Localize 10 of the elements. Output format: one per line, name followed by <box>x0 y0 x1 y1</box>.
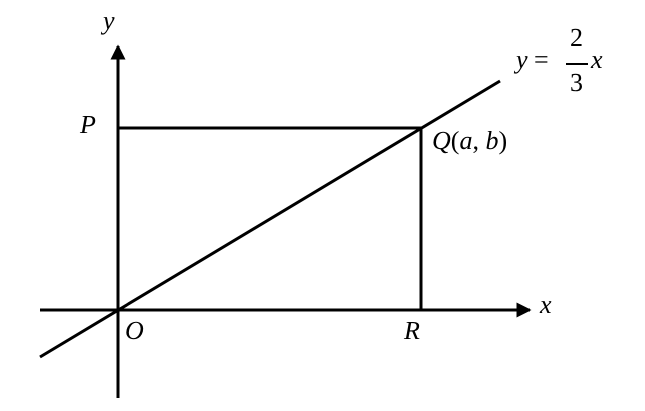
point-label: Q(a, b) <box>432 128 508 154</box>
equation-text: x <box>591 47 603 73</box>
fraction-numerator: 2 <box>570 25 583 51</box>
axis-label: x <box>540 292 552 318</box>
axis-label: y <box>103 8 115 34</box>
point-label: P <box>80 112 96 138</box>
fraction-denominator: 3 <box>570 70 583 96</box>
equation-text: y = <box>516 47 549 73</box>
point-label: R <box>404 318 420 344</box>
point-label: O <box>125 318 144 344</box>
